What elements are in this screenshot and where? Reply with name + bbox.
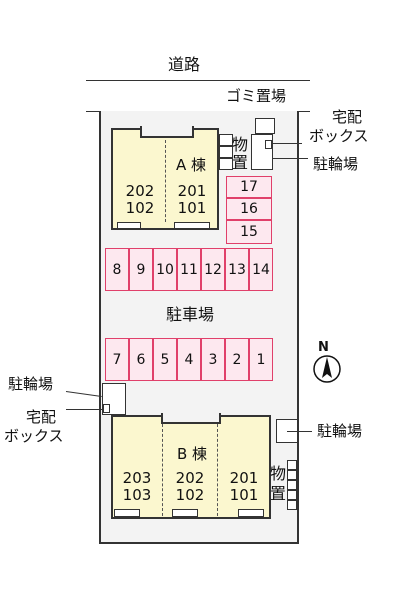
gomi-label: ゴミ置場 (226, 87, 287, 105)
parking-label: 駐車場 (166, 305, 215, 324)
storage-a-cell-3 (219, 158, 233, 170)
parking-slot-16: 16 (226, 198, 272, 220)
parking-slot-14: 14 (249, 248, 273, 291)
storage-b-cell-2 (287, 470, 297, 480)
road-label: 道路 (168, 55, 201, 74)
bike-parking-label-right: 駐輪場 (317, 422, 363, 440)
building-b-unit-3-lower: 101 (229, 486, 259, 504)
building-b-unit-3-upper: 201 (229, 469, 259, 487)
garbage-area-box (255, 118, 275, 134)
storage-b-label-2: 置 (269, 484, 286, 503)
north-arrow-icon (313, 355, 341, 383)
storage-b-cell-4 (287, 490, 297, 500)
parking-slot-4: 4 (177, 338, 201, 381)
bike-parking-label-left: 駐輪場 (8, 375, 54, 393)
building-b-unit-2-upper: 202 (175, 469, 205, 487)
storage-a-cell-2 (219, 146, 233, 158)
delivery-label-top-1: 宅配 (332, 108, 363, 126)
bike-right-leader (287, 431, 312, 432)
building-a-name: A 棟 (176, 156, 207, 174)
building-b (111, 415, 271, 519)
parking-slot-1: 1 (249, 338, 273, 381)
storage-a-label-2: 置 (231, 153, 248, 172)
building-b-unit-2-lower: 102 (175, 486, 205, 504)
parking-slot-5: 5 (153, 338, 177, 381)
building-a-unit-1-lower: 102 (125, 199, 155, 217)
building-b-step-1 (114, 509, 140, 517)
building-a-step-1 (117, 222, 141, 229)
building-a-step-2 (174, 222, 210, 229)
parking-slot-10: 10 (153, 248, 177, 291)
building-a-unit-2-upper: 201 (177, 182, 207, 200)
building-b-notch-1 (161, 413, 221, 424)
building-a-unit-1-upper: 202 (125, 182, 155, 200)
north-label: N (318, 340, 329, 355)
bike-top-leader (273, 158, 308, 159)
parking-slot-13: 13 (225, 248, 249, 291)
building-b-name: B 棟 (177, 445, 208, 463)
bike-left-leader (65, 391, 102, 398)
parking-slot-12: 12 (201, 248, 225, 291)
building-a-divider (165, 140, 166, 222)
delivery-label-left-1: 宅配 (26, 408, 57, 426)
building-b-unit-1-lower: 103 (122, 486, 152, 504)
delivery-box-left (103, 404, 110, 413)
delivery-label-top-2: ボックス (309, 127, 369, 145)
storage-b-cell-3 (287, 480, 297, 490)
building-a-unit-2-lower: 101 (177, 199, 207, 217)
parking-slot-17: 17 (226, 176, 272, 198)
delivery-top-leader (272, 143, 302, 144)
parking-slot-2: 2 (225, 338, 249, 381)
building-b-step-2 (172, 509, 198, 517)
storage-b-label-1: 物 (269, 464, 286, 483)
storage-b-cell-5 (287, 500, 297, 510)
bike-parking-label-top: 駐輪場 (313, 155, 359, 173)
delivery-box-top (265, 140, 272, 149)
parking-slot-8: 8 (105, 248, 129, 291)
site-top-edge (99, 111, 101, 112)
parking-slot-11: 11 (177, 248, 201, 291)
parking-slot-15: 15 (226, 220, 272, 244)
parking-slot-6: 6 (129, 338, 153, 381)
parking-slot-7: 7 (105, 338, 129, 381)
storage-a-cell-1 (219, 134, 233, 146)
storage-b-cell-1 (287, 460, 297, 470)
storage-a-label-1: 物 (231, 135, 248, 154)
parking-slot-3: 3 (201, 338, 225, 381)
building-b-divider-2 (217, 424, 218, 516)
building-a-notch (140, 126, 194, 138)
building-b-step-3 (238, 509, 264, 517)
building-b-unit-1-upper: 203 (122, 469, 152, 487)
building-b-divider-1 (162, 424, 163, 516)
delivery-left-leader (66, 409, 104, 410)
road-line-top (86, 80, 310, 81)
parking-slot-9: 9 (129, 248, 153, 291)
delivery-label-left-2: ボックス (4, 427, 64, 445)
